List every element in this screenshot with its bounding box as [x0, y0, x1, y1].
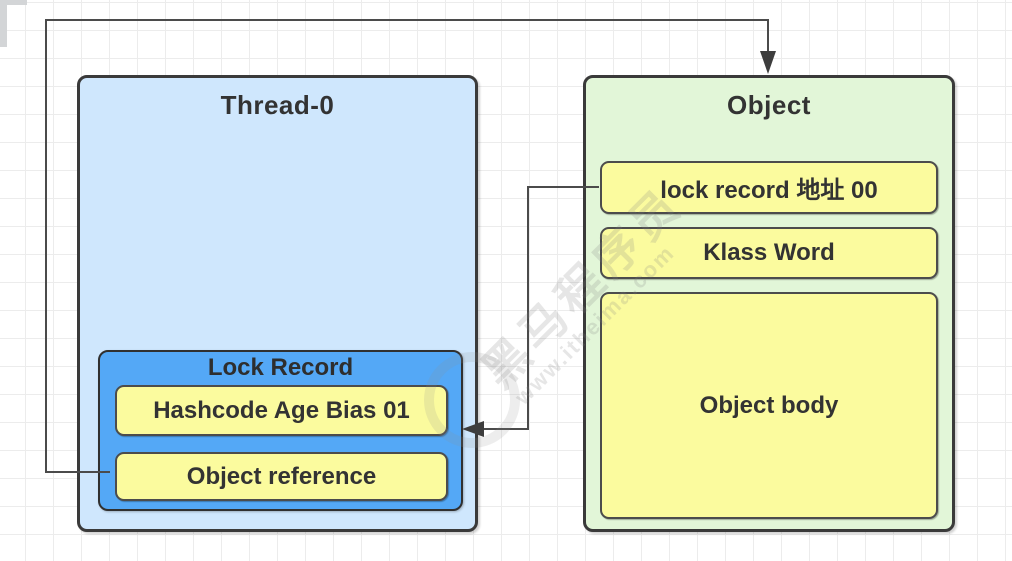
cell-lock-record-address: lock record 地址 00 — [600, 161, 938, 214]
connector-lock-address-to-lock-record — [483, 186, 599, 430]
lock-record-box: Lock Record Hashcode Age Bias 01 Object … — [98, 350, 463, 511]
canvas-edge-left — [0, 0, 7, 47]
thread-box-title: Thread-0 — [220, 90, 335, 120]
thread-box: Thread-0 Lock Record Hashcode Age Bias 0… — [77, 75, 478, 532]
cell-object-body: Object body — [600, 292, 938, 519]
cell-klass-word: Klass Word — [600, 227, 938, 279]
cell-hashcode-age-bias: Hashcode Age Bias 01 — [115, 385, 448, 436]
object-box-title: Object — [727, 90, 811, 120]
object-box: Object lock record 地址 00 Klass Word Obje… — [583, 75, 955, 532]
lock-record-title: Lock Record — [207, 354, 354, 381]
arrowhead-down-icon — [760, 51, 776, 74]
cell-object-reference: Object reference — [115, 452, 448, 501]
canvas-edge-top — [0, 0, 27, 5]
